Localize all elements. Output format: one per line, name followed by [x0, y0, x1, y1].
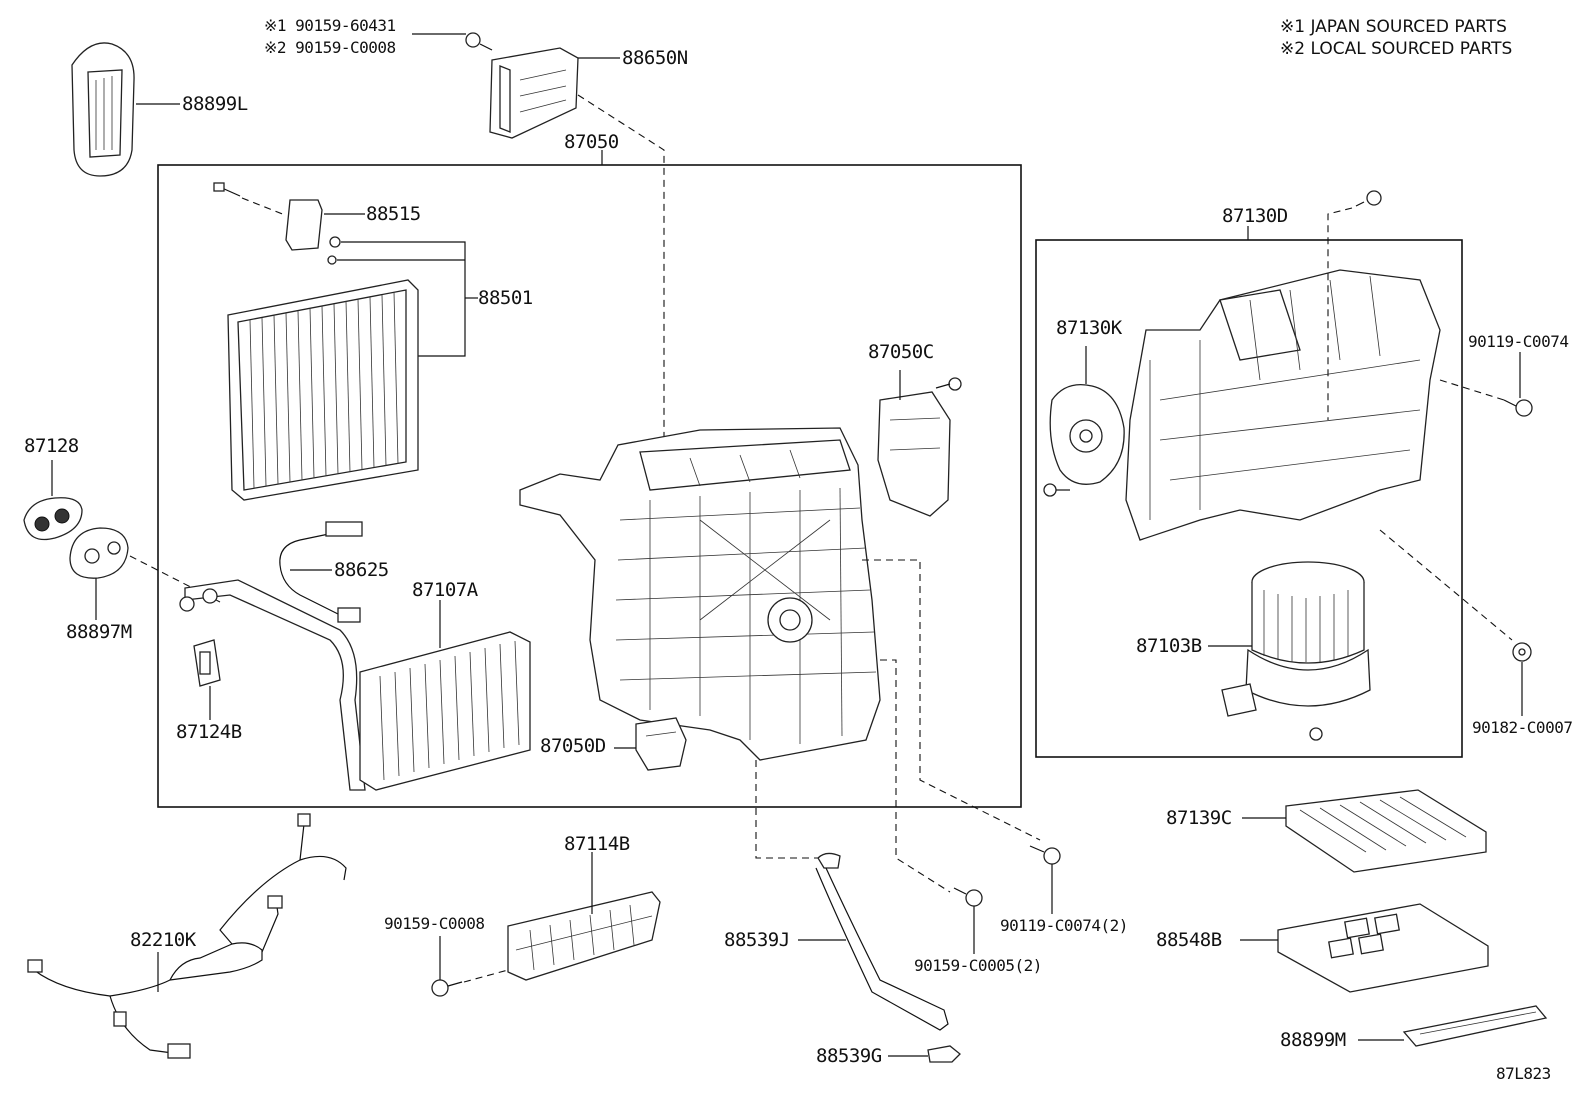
drain-hose-88539J-drawing: [815, 852, 949, 1031]
clamp-87124B-drawing: [193, 639, 221, 687]
heater-core-87107A-drawing: [179, 579, 531, 791]
evaporator-88501-drawing: [227, 279, 419, 501]
screw-top-87130D-drawing: [1327, 190, 1382, 420]
screw-ref-2[interactable]: ※2 90159-C0008: [264, 38, 396, 57]
part-label-87139C[interactable]: 87139C: [1166, 807, 1232, 829]
part-label-90159-C0008[interactable]: 90159-C0008: [384, 914, 485, 933]
nut-90182-C0007-drawing: [1512, 642, 1532, 662]
hvac-case-87050-drawing: [519, 427, 881, 761]
filter-case-88548B-drawing: [1277, 903, 1489, 993]
note-japan-sourced: ※1 JAPAN SOURCED PARTS: [1280, 17, 1507, 37]
part-label-87124B[interactable]: 87124B: [176, 721, 242, 743]
assembly-box-87050: [157, 164, 1022, 808]
part-label-87130K[interactable]: 87130K: [1056, 317, 1122, 339]
servo-87050C-drawing: [877, 377, 962, 517]
part-label-88650N[interactable]: 88650N: [622, 47, 688, 69]
part-label-87050[interactable]: 87050: [564, 131, 619, 153]
duct-87114B-drawing: [507, 891, 661, 981]
screw-90119-C0074-2-drawing: [1029, 845, 1061, 865]
part-label-90119-C0074[interactable]: 90119-C0074: [1468, 332, 1569, 351]
screw-87130K-drawing: [1043, 483, 1070, 497]
clip-88539G-drawing: [927, 1045, 961, 1063]
part-label-88548B[interactable]: 88548B: [1156, 929, 1222, 951]
part-label-90182-C0007[interactable]: 90182-C0007: [1472, 718, 1573, 737]
part-label-87130D[interactable]: 87130D: [1222, 205, 1288, 227]
thermistor-88625-drawing: [279, 521, 363, 623]
grommet-87128-drawing: [23, 497, 83, 541]
screw-90159-drawing: [465, 32, 493, 51]
screw-90119-C0074-drawing: [1439, 379, 1533, 417]
harness-82210K-drawing: [27, 813, 347, 1059]
expansion-valve-88515-drawing: [213, 182, 323, 251]
assembly-box-87130D: [1035, 239, 1463, 758]
part-label-82210K[interactable]: 82210K: [130, 929, 196, 951]
blower-motor-87103B-drawing: [1221, 561, 1371, 741]
cover-88899L-drawing: [71, 42, 135, 177]
motor-plate-87130K-drawing: [1049, 383, 1125, 485]
part-label-88899M[interactable]: 88899M: [1280, 1029, 1346, 1051]
part-label-88539G[interactable]: 88539G: [816, 1045, 882, 1067]
diagram-code: 87L823: [1496, 1064, 1551, 1083]
part-label-87050D[interactable]: 87050D: [540, 735, 606, 757]
part-label-87107A[interactable]: 87107A: [412, 579, 478, 601]
part-label-87114B[interactable]: 87114B: [564, 833, 630, 855]
cover-88899M-drawing: [1402, 1005, 1548, 1047]
blower-case-87130D-drawing: [1125, 269, 1441, 541]
part-label-88539J[interactable]: 88539J: [724, 929, 790, 951]
part-label-88515[interactable]: 88515: [366, 203, 421, 225]
screw-ref-1[interactable]: ※1 90159-60431: [264, 16, 396, 35]
part-label-90159-C0005-2[interactable]: 90159-C0005(2): [914, 956, 1042, 975]
part-label-87050C[interactable]: 87050C: [868, 341, 934, 363]
note-local-sourced: ※2 LOCAL SOURCED PARTS: [1280, 39, 1513, 59]
ecu-88650N-drawing: [489, 47, 579, 139]
part-label-88501[interactable]: 88501: [478, 287, 533, 309]
part-label-88897M[interactable]: 88897M: [66, 621, 132, 643]
servo-87050D-drawing: [635, 717, 687, 771]
part-label-88625[interactable]: 88625: [334, 559, 389, 581]
part-label-90119-C0074-2[interactable]: 90119-C0074(2): [1000, 916, 1128, 935]
screw-90159-C0008-drawing: [431, 969, 509, 997]
part-label-87128[interactable]: 87128: [24, 435, 79, 457]
part-label-88899L[interactable]: 88899L: [182, 93, 248, 115]
plate-88897M-drawing: [69, 527, 129, 579]
filter-87139C-drawing: [1285, 789, 1487, 873]
screw-90159-C0005-2-drawing: [953, 887, 983, 907]
part-label-87103B[interactable]: 87103B: [1136, 635, 1202, 657]
